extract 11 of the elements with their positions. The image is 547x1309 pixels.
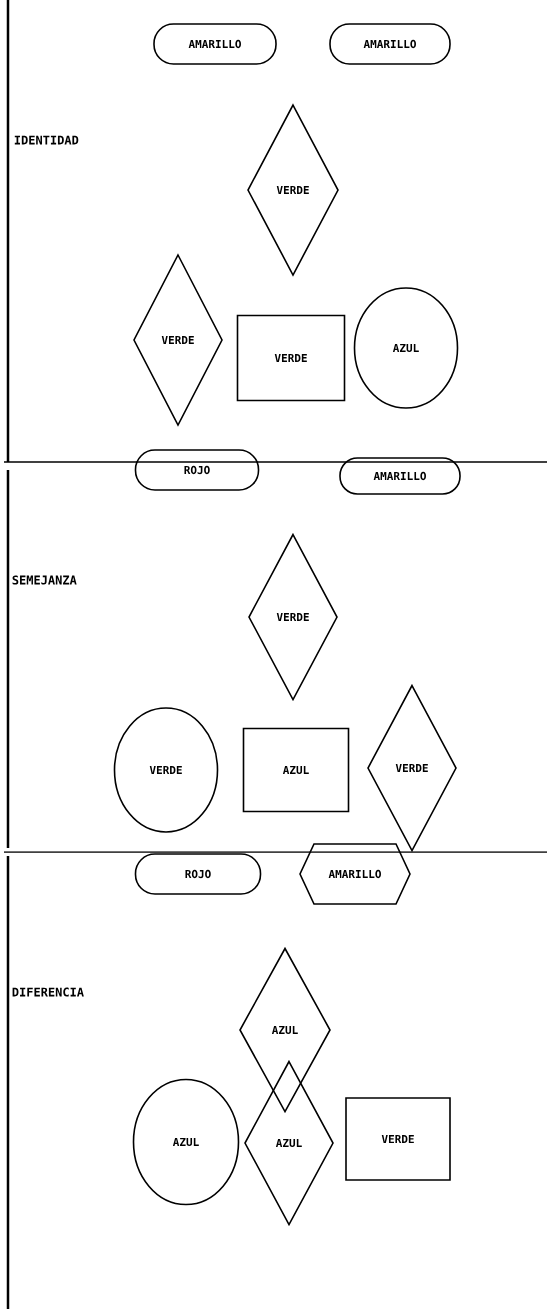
- section-label: IDENTIDAD: [14, 135, 79, 145]
- rectangle-box: VERDE: [345, 1097, 451, 1181]
- rounded-box: ROJO: [134, 449, 260, 491]
- rectangle-box: VERDE: [236, 314, 346, 402]
- rounded-box: ROJO: [134, 853, 262, 895]
- rounded-box: AMARILLO: [153, 23, 277, 65]
- section-label: SEMEJANZA: [12, 575, 77, 585]
- rounded-box: AMARILLO: [329, 23, 451, 65]
- rectangle-box: AZUL: [242, 727, 350, 813]
- rounded-box: AMARILLO: [339, 457, 461, 495]
- section-label: DIFERENCIA: [12, 987, 84, 997]
